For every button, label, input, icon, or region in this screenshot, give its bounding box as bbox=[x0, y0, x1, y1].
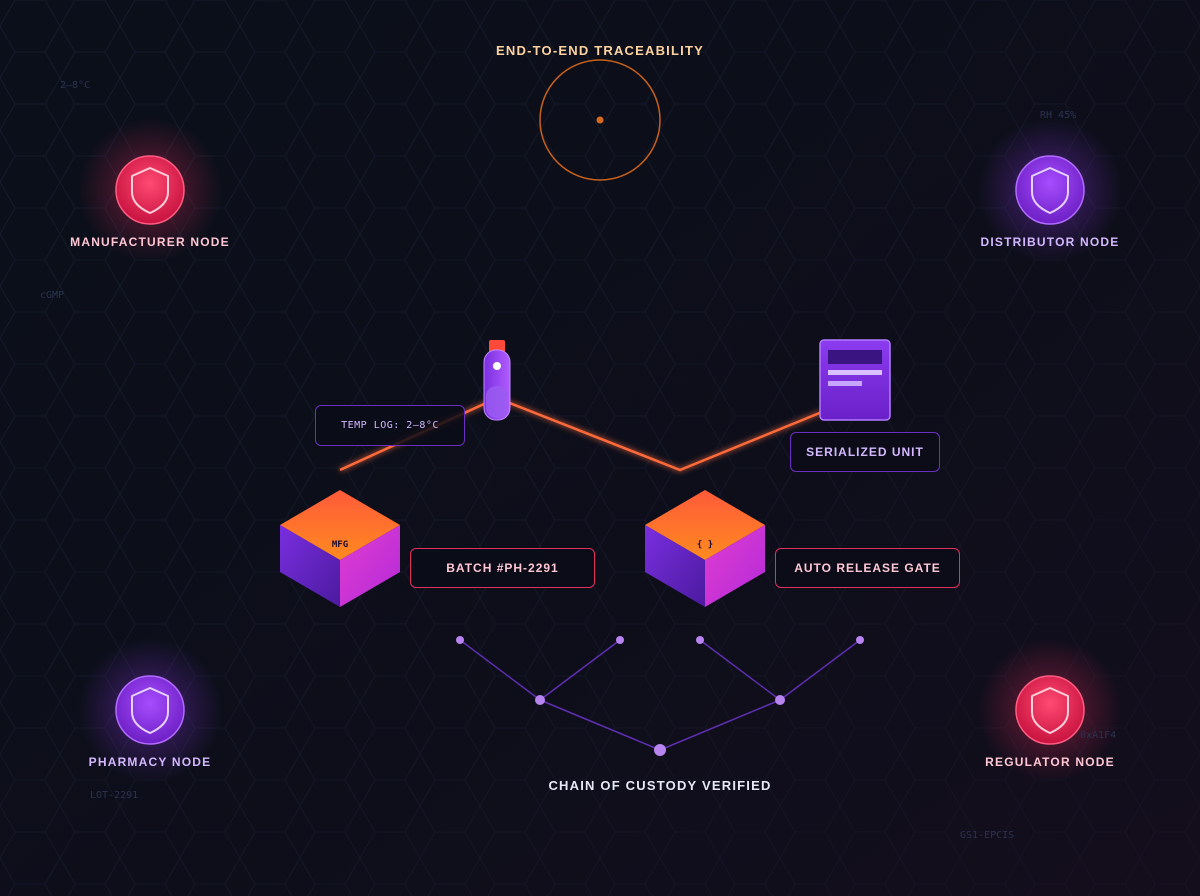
diagram-title: END-TO-END TRACEABILITY bbox=[496, 43, 704, 58]
chain-of-custody-label: CHAIN OF CUSTODY VERIFIED bbox=[548, 778, 772, 793]
tree-leaf-node bbox=[456, 636, 464, 644]
ghost-text: cGMP bbox=[40, 290, 65, 301]
ghost-text: 0xA1F4 bbox=[1080, 730, 1117, 741]
cube-label-braces: { } bbox=[696, 540, 714, 550]
temp-log-tag: TEMP LOG: 2–8°C bbox=[315, 405, 465, 446]
tree-leaf-node bbox=[696, 636, 704, 644]
radar-icon bbox=[539, 59, 661, 181]
ghost-text: GS1-EPCIS bbox=[960, 830, 1015, 841]
batch-tag: BATCH #PH-2291 bbox=[410, 548, 595, 588]
tree-branch-node bbox=[535, 695, 545, 705]
tree-leaf-node bbox=[856, 636, 864, 644]
pharmacy-node-label: PHARMACY NODE bbox=[88, 755, 212, 769]
batch-cube[interactable] bbox=[280, 490, 400, 607]
tree-root-node bbox=[654, 744, 666, 756]
distributor-node-label: DISTRIBUTOR NODE bbox=[980, 235, 1120, 249]
serialized-unit-tag: SERIALIZED UNIT bbox=[790, 432, 940, 472]
pharmacy-node[interactable] bbox=[78, 638, 222, 782]
tree-leaf-node bbox=[616, 636, 624, 644]
distributor-node[interactable] bbox=[978, 118, 1122, 262]
custody-tree bbox=[459, 639, 861, 751]
cube-label-mfg: MFG bbox=[331, 540, 349, 550]
shield-icon bbox=[1031, 687, 1069, 734]
regulator-node[interactable] bbox=[978, 638, 1122, 782]
ghost-text: 2–8°C bbox=[60, 80, 91, 91]
shield-icon bbox=[1031, 167, 1069, 214]
manufacturer-node[interactable] bbox=[78, 118, 222, 262]
ghost-text: RH 45% bbox=[1040, 110, 1077, 121]
tree-branch-node bbox=[775, 695, 785, 705]
manufacturer-node-label: MANUFACTURER NODE bbox=[70, 235, 230, 249]
document-icon[interactable] bbox=[819, 339, 891, 421]
shield-icon bbox=[131, 687, 169, 734]
ghost-text: LOT-2291 bbox=[90, 790, 139, 801]
vial-icon[interactable] bbox=[483, 340, 511, 421]
auto-release-gate-tag: AUTO RELEASE GATE bbox=[775, 548, 960, 588]
regulator-node-label: REGULATOR NODE bbox=[985, 755, 1115, 769]
gate-cube[interactable] bbox=[645, 490, 765, 607]
shield-icon bbox=[131, 167, 169, 214]
